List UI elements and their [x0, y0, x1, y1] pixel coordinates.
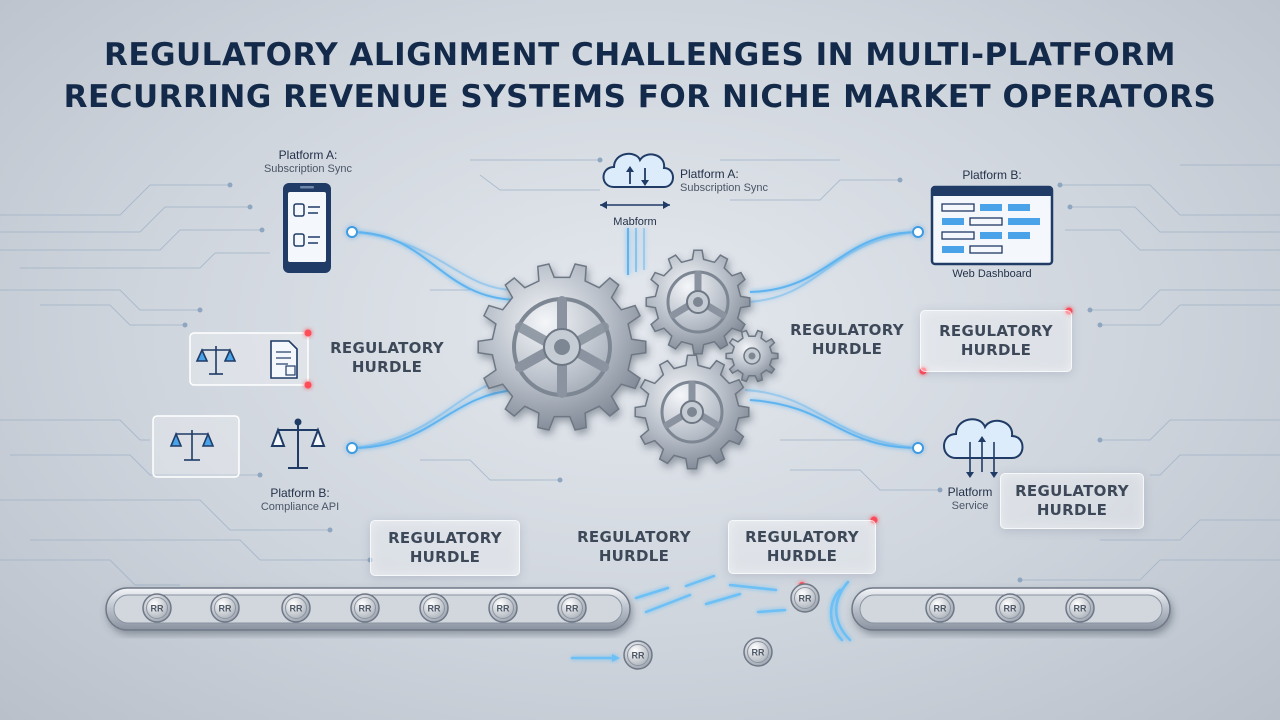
regulatory-hurdle-box-bottom-left: REGULATORY HURDLE	[370, 520, 520, 576]
coin-group: RR RR RR RR RR RR RR RR RR RR RR RR RR	[142, 583, 1095, 670]
coin-label: RR	[752, 648, 765, 658]
coin-label: RR	[428, 604, 441, 614]
regulatory-hurdle-left: REGULATORY HURDLE	[322, 339, 452, 377]
page-title: REGULATORY ALIGNMENT CHALLENGES IN MULTI…	[40, 34, 1240, 118]
coin-label: RR	[934, 604, 947, 614]
regulatory-hurdle-box-right: REGULATORY HURDLE	[920, 310, 1072, 372]
cloud-top-caption: Mabform	[613, 216, 657, 228]
data-flow-lines	[351, 228, 919, 449]
hurdle-line-1: REGULATORY	[1015, 482, 1129, 500]
scales-box-icon	[152, 415, 240, 478]
hurdle-line-2: HURDLE	[351, 358, 423, 376]
hurdle-line-1: REGULATORY	[939, 322, 1053, 340]
web-platform-caption: Web Dashboard	[952, 268, 1032, 280]
mobile-platform-name: Platform A:	[278, 148, 338, 162]
coin-icon: RR	[281, 593, 311, 623]
compliance-platform-sub: Compliance API	[260, 501, 340, 513]
cloud-service-icon	[943, 418, 1024, 478]
coin-label: RR	[1004, 604, 1017, 614]
hurdle-line-2: HURDLE	[766, 547, 838, 565]
gear-bottom	[634, 354, 750, 470]
coin-icon: RR	[1065, 593, 1095, 623]
coin-icon: RR	[925, 593, 955, 623]
coin-icon: RR	[419, 593, 449, 623]
hurdle-line-2: HURDLE	[960, 341, 1032, 359]
cloud-top-platform-name: Platform A:	[680, 167, 739, 181]
coin-icon: RR	[557, 593, 587, 623]
document-icon	[270, 340, 298, 379]
coin-label: RR	[290, 604, 303, 614]
cloud-right-platform-sub: Service	[951, 500, 989, 512]
coin-icon: RR	[210, 593, 240, 623]
hurdle-line-1: REGULATORY	[790, 321, 904, 339]
cloud-sync-icon	[600, 152, 674, 209]
coin-label: RR	[632, 651, 645, 661]
coin-icon: RR	[350, 593, 380, 623]
coin-label: RR	[497, 604, 510, 614]
hurdle-line-1: REGULATORY	[745, 528, 859, 546]
gear-large	[477, 263, 647, 431]
regulatory-hurdle-center-right: REGULATORY HURDLE	[782, 321, 912, 359]
coin-icon: RR	[790, 583, 820, 613]
smartphone-icon	[283, 183, 331, 273]
mobile-platform-label: Platform A: Subscription Sync	[258, 148, 358, 176]
cloud-right-platform-name: Platform	[947, 485, 993, 499]
coin-icon: RR	[623, 640, 653, 670]
regulatory-hurdle-bottom-center: REGULATORY HURDLE	[566, 528, 702, 566]
hurdle-line-1: REGULATORY	[388, 529, 502, 547]
web-dashboard-icon	[930, 185, 1054, 266]
regulatory-hurdle-box-bottom-right: REGULATORY HURDLE	[728, 520, 876, 574]
connector-nodes	[346, 226, 924, 454]
coin-icon: RR	[142, 593, 172, 623]
circuit-traces	[0, 159, 1280, 586]
transition-arrows	[570, 574, 852, 662]
hurdle-line-1: REGULATORY	[577, 528, 691, 546]
hurdle-line-2: HURDLE	[409, 548, 481, 566]
coin-label: RR	[799, 594, 812, 604]
coin-icon: RR	[995, 593, 1025, 623]
cloud-top-platform-sub: Subscription Sync	[680, 182, 769, 194]
web-platform-name: Platform B:	[962, 168, 1022, 182]
title-line-1: REGULATORY ALIGNMENT CHALLENGES IN MULTI…	[104, 37, 1176, 73]
coin-icon: RR	[743, 637, 773, 667]
cloud-right-platform-label: Platform Service	[940, 485, 1000, 513]
gears-icon	[477, 249, 779, 470]
hurdle-line-2: HURDLE	[1036, 501, 1108, 519]
scales-large-icon	[270, 418, 326, 469]
coin-label: RR	[1074, 604, 1087, 614]
mobile-platform-sub: Subscription Sync	[263, 163, 353, 175]
coin-label: RR	[219, 604, 232, 614]
gear-small	[725, 329, 779, 383]
hurdle-line-2: HURDLE	[598, 547, 670, 565]
coin-label: RR	[566, 604, 579, 614]
coin-label: RR	[151, 604, 164, 614]
hurdle-line-2: HURDLE	[811, 340, 883, 358]
coin-label: RR	[359, 604, 372, 614]
cloud-top-platform-label: Platform A: Subscription Sync	[680, 167, 768, 195]
regulatory-hurdle-box-far-right: REGULATORY HURDLE	[1000, 473, 1144, 529]
hurdle-line-1: REGULATORY	[330, 339, 444, 357]
coin-icon: RR	[488, 593, 518, 623]
gear-top-right	[645, 249, 751, 355]
title-line-2: RECURRING REVENUE SYSTEMS FOR NICHE MARK…	[63, 79, 1217, 115]
compliance-platform-name: Platform B:	[270, 486, 330, 500]
compliance-platform-label: Platform B: Compliance API	[250, 486, 350, 514]
